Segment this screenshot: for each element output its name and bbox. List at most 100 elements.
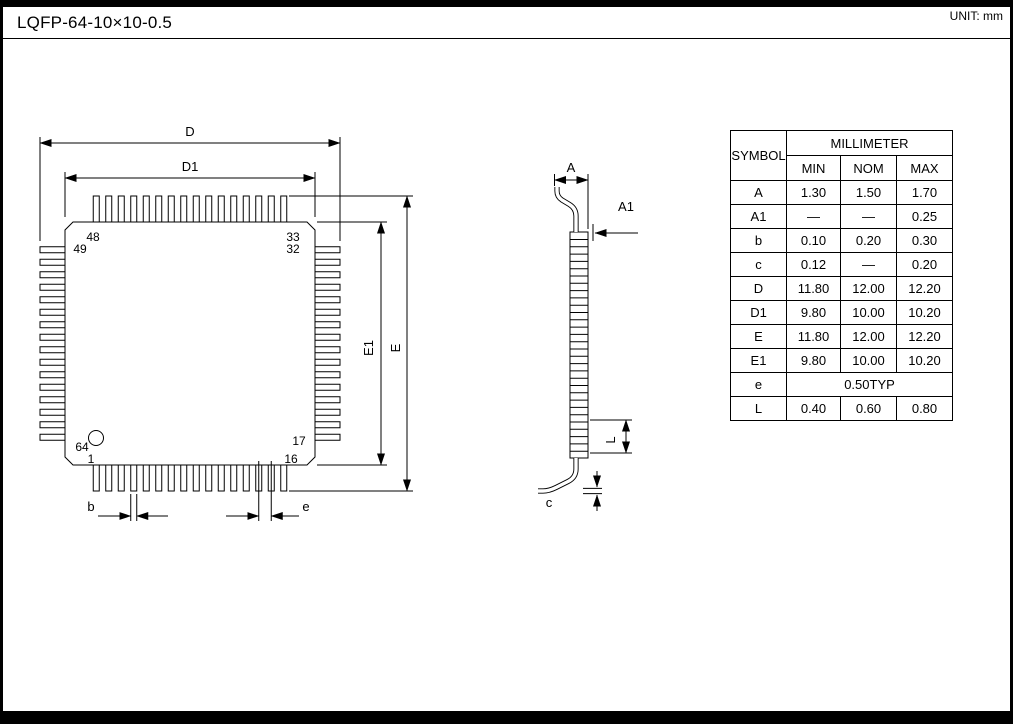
pin (105, 195, 113, 223)
pin (314, 408, 341, 416)
value-cell: 0.20 (896, 252, 953, 277)
pin (92, 195, 100, 223)
pin (255, 195, 263, 223)
symbol-cell: c (730, 252, 787, 277)
pin-number-16: 16 (284, 452, 298, 466)
pin (117, 464, 125, 492)
value-cell: 0.80 (896, 396, 953, 421)
dimension-lines-top-view (39, 137, 413, 521)
symbol-cell: L (730, 396, 787, 421)
pin (314, 321, 341, 329)
symbol-cell: A1 (730, 204, 787, 229)
side-body (569, 231, 589, 459)
pin (314, 283, 341, 291)
pin (314, 421, 341, 429)
pin (314, 396, 341, 404)
pin (314, 383, 341, 391)
pin (192, 195, 200, 223)
pin-number-1: 1 (88, 452, 95, 466)
value-cell: 0.40 (786, 396, 841, 421)
pin (205, 464, 213, 492)
col-header-max: MAX (896, 155, 953, 181)
value-cell: 11.80 (786, 276, 841, 301)
pin (314, 433, 341, 441)
dim-label-b: b (87, 499, 94, 514)
pin-number-17: 17 (292, 434, 306, 448)
pin (39, 421, 66, 429)
value-cell: 9.80 (786, 348, 841, 373)
value-cell: 0.12 (786, 252, 841, 277)
dim-label-E: E (388, 343, 403, 352)
dim-label-A1: A1 (618, 199, 634, 214)
pin (39, 383, 66, 391)
pin (230, 195, 238, 223)
pin-number-33: 33 (286, 230, 300, 244)
pin (39, 308, 66, 316)
pin (314, 358, 341, 366)
pin (242, 464, 250, 492)
pin (39, 396, 66, 404)
dim-label-D: D (185, 124, 194, 139)
pin (180, 464, 188, 492)
millimeter-header: MILLIMETER (786, 130, 953, 156)
value-cell: 11.80 (786, 324, 841, 349)
value-cell: 0.60 (840, 396, 897, 421)
value-cell: 12.20 (896, 324, 953, 349)
pin (280, 195, 288, 223)
value-cell: 0.20 (840, 228, 897, 253)
pin (314, 258, 341, 266)
col-header-min: MIN (786, 155, 841, 181)
value-cell: 12.20 (896, 276, 953, 301)
page-title: LQFP-64-10×10-0.5 (17, 13, 173, 32)
lead-top-inner (555, 187, 578, 232)
value-cell: — (840, 252, 897, 277)
pin (155, 195, 163, 223)
dim-label-c: c (546, 495, 553, 510)
pin (180, 195, 188, 223)
value-cell: 0.50TYP (786, 372, 953, 397)
package-top-view: 48 49 33 32 64 1 17 16 (39, 124, 413, 521)
symbol-cell: E (730, 324, 787, 349)
pin (39, 258, 66, 266)
pin (314, 371, 341, 379)
unit-label: UNIT: mm (949, 9, 1003, 23)
pin-number-64: 64 (75, 440, 89, 454)
pin1-indicator (88, 430, 104, 446)
dim-label-A: A (567, 160, 576, 175)
value-cell: 9.80 (786, 300, 841, 325)
pin (314, 346, 341, 354)
value-cell: 10.00 (840, 348, 897, 373)
lead-stack (570, 239, 588, 452)
value-cell: 1.30 (786, 180, 841, 205)
value-cell: 0.10 (786, 228, 841, 253)
pin (155, 464, 163, 492)
pin (39, 296, 66, 304)
symbol-cell: A (730, 180, 787, 205)
lead-bottom-inner (538, 458, 578, 493)
value-cell: 12.00 (840, 324, 897, 349)
pin (142, 464, 150, 492)
value-cell: 1.70 (896, 180, 953, 205)
pin (39, 371, 66, 379)
pin (314, 333, 341, 341)
symbol-cell: e (730, 372, 787, 397)
symbol-cell: b (730, 228, 787, 253)
dimension-labels-side-view: A A1 L c (546, 160, 634, 510)
symbol-cell: D (730, 276, 787, 301)
pin-numbers: 48 49 33 32 64 1 17 16 (73, 230, 306, 466)
value-cell: 0.30 (896, 228, 953, 253)
pin (167, 195, 175, 223)
dim-label-D1: D1 (182, 159, 199, 174)
pin (39, 271, 66, 279)
title-divider (3, 38, 1010, 39)
col-header-nom: NOM (840, 155, 897, 181)
